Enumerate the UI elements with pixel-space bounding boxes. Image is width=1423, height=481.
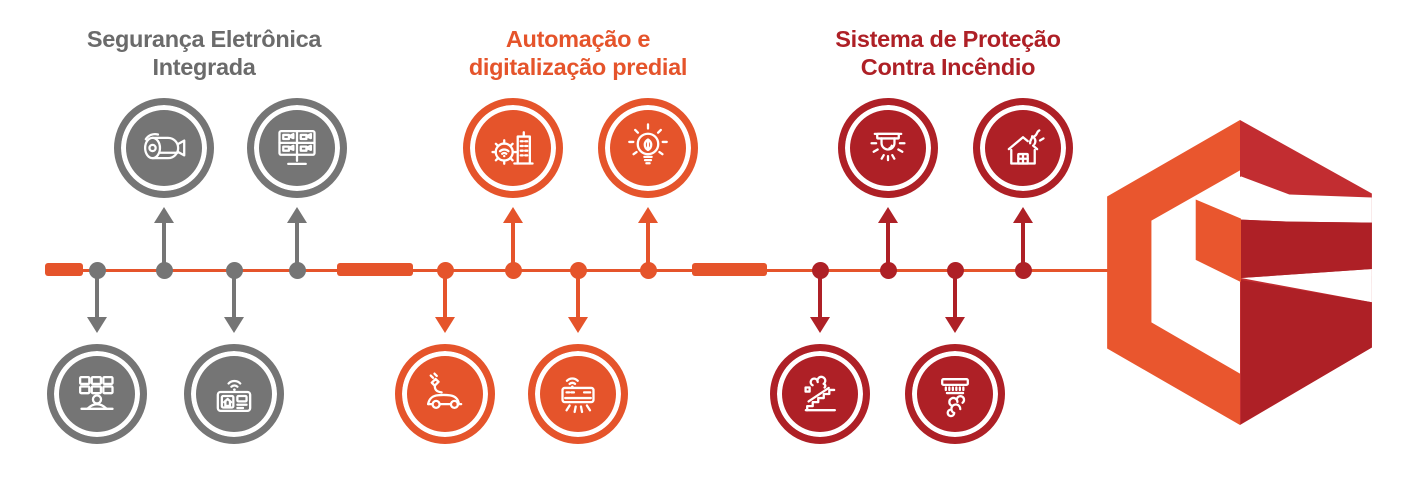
arrow-head-down <box>435 317 455 333</box>
arrow-stem-up <box>511 222 515 270</box>
node-ev-charging <box>395 344 495 444</box>
logo-e-spine <box>1195 199 1242 283</box>
smoke-detector-icon <box>924 363 986 425</box>
timeline-dot <box>639 261 657 279</box>
timeline-thick-segment <box>337 263 413 276</box>
arrow-head-down <box>945 317 965 333</box>
logo-e-bar-bottom <box>1241 280 1372 424</box>
logo-left-band <box>1107 120 1240 425</box>
timeline-dot <box>879 261 897 279</box>
timeline-dot <box>1014 261 1032 279</box>
cctv-camera-icon <box>133 117 195 179</box>
smart-ac-icon <box>547 363 609 425</box>
eco-lighting-icon <box>617 117 679 179</box>
timeline-thick-segment <box>45 263 83 276</box>
fire-alarm-icon <box>857 117 919 179</box>
arrow-stem-up <box>295 222 299 270</box>
logo-e-bar-middle <box>1241 219 1372 279</box>
arrow-head-up <box>878 207 898 223</box>
title-line: Contra Incêndio <box>860 53 1036 80</box>
logo-e-notch-top <box>1204 176 1372 223</box>
company-logo <box>1107 120 1372 425</box>
title-line: Sistema de Proteção <box>835 26 1061 52</box>
ev-charging-icon <box>414 363 476 425</box>
node-control-room <box>47 344 147 444</box>
arrow-stem-up <box>886 222 890 270</box>
arrow-stem-down <box>232 270 236 318</box>
arrow-stem-down <box>953 270 957 318</box>
building-automation-icon <box>482 117 544 179</box>
node-cctv-camera <box>114 98 214 198</box>
node-smoke-stairs <box>770 344 870 444</box>
arrow-head-down <box>810 317 830 333</box>
arrow-head-up <box>1013 207 1033 223</box>
arrow-stem-down <box>95 270 99 318</box>
section-title-seguranca-eletronica: Segurança Eletrônica Integrada <box>86 26 322 81</box>
burning-house-icon <box>992 117 1054 179</box>
smart-home-panel-icon <box>203 363 265 425</box>
title-line: Segurança Eletrônica <box>86 26 322 52</box>
arrow-head-up <box>154 207 174 223</box>
timeline-thick-segment <box>692 263 767 276</box>
section-title-automacao-digitalizacao: Automação e digitalização predial <box>468 26 688 81</box>
arrow-head-up <box>287 207 307 223</box>
node-building-automation <box>463 98 563 198</box>
timeline-dot <box>504 261 522 279</box>
section-title-protecao-incendio: Sistema de Proteção Contra Incêndio <box>835 26 1061 81</box>
arrow-stem-down <box>443 270 447 318</box>
node-smoke-detector <box>905 344 1005 444</box>
arrow-stem-up <box>1021 222 1025 270</box>
arrow-stem-up <box>162 222 166 270</box>
title-line: Integrada <box>152 53 256 80</box>
arrow-stem-down <box>818 270 822 318</box>
logo-e-notch-bottom <box>1241 268 1372 303</box>
arrow-stem-up <box>646 222 650 270</box>
title-line: digitalização predial <box>468 53 688 80</box>
smoke-stairs-icon <box>789 363 851 425</box>
title-line: Automação e <box>505 26 651 52</box>
arrow-head-up <box>503 207 523 223</box>
node-smart-home-panel <box>184 344 284 444</box>
node-fire-alarm <box>838 98 938 198</box>
arrow-stem-down <box>576 270 580 318</box>
arrow-head-up <box>638 207 658 223</box>
node-video-wall <box>247 98 347 198</box>
node-eco-lighting <box>598 98 698 198</box>
node-smart-ac <box>528 344 628 444</box>
timeline-dot <box>155 261 173 279</box>
timeline-dot <box>288 261 306 279</box>
video-wall-icon <box>266 117 328 179</box>
node-burning-house <box>973 98 1073 198</box>
arrow-head-down <box>224 317 244 333</box>
arrow-head-down <box>568 317 588 333</box>
control-room-icon <box>66 363 128 425</box>
arrow-head-down <box>87 317 107 333</box>
